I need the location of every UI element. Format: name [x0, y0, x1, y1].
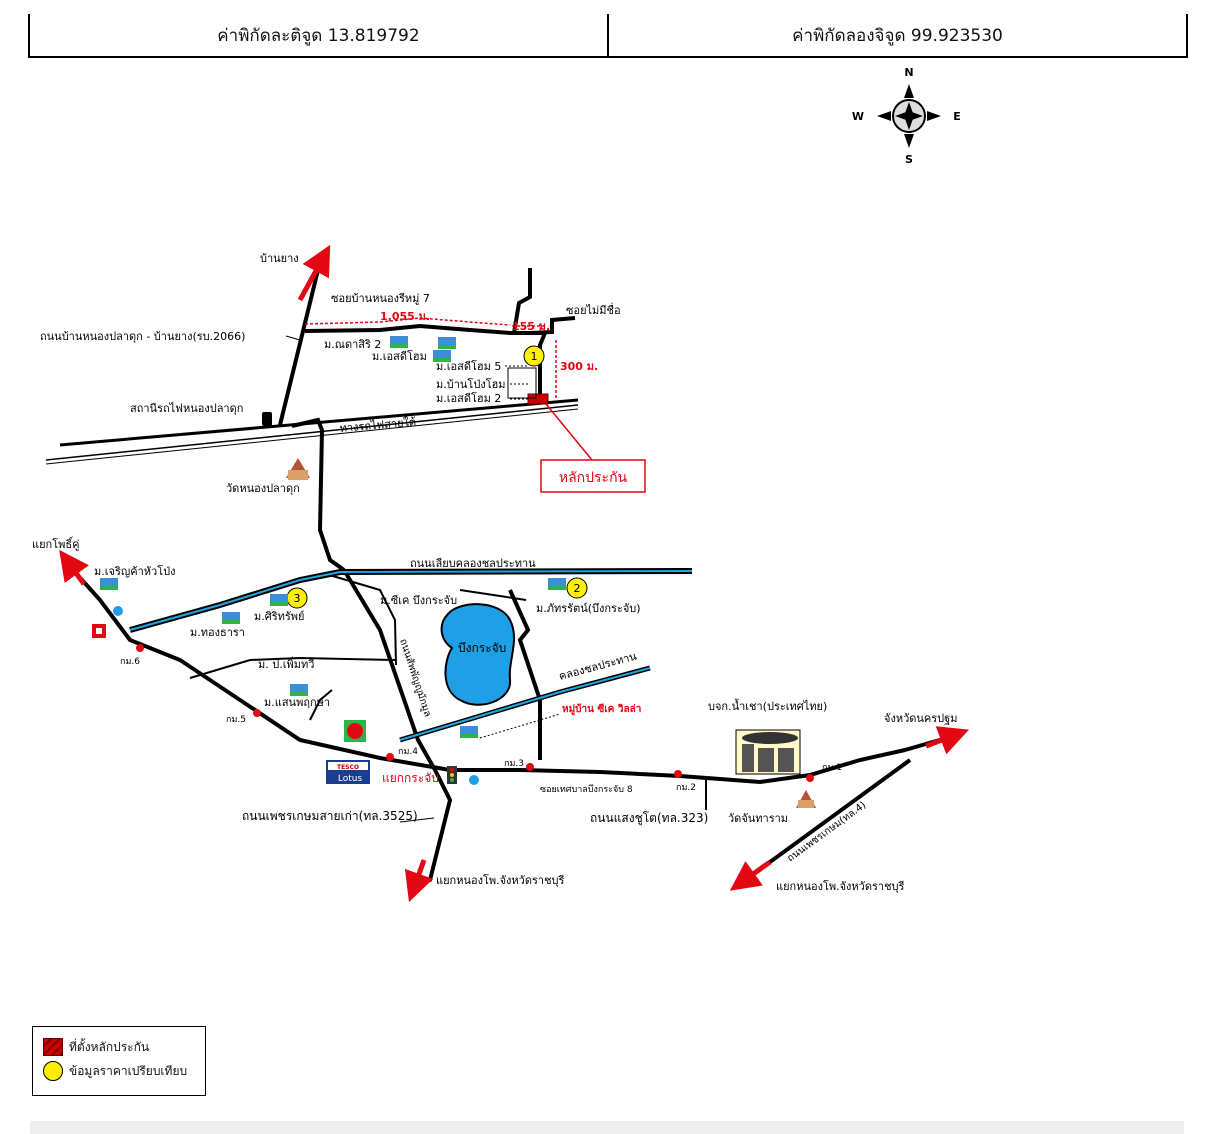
- phattara-label: ม.ภัทรรัตน์(บึงกระจับ): [536, 602, 641, 615]
- lake-label: บึงกระจับ: [458, 641, 506, 655]
- collateral-callout: [540, 459, 646, 493]
- phetkasem-old-label: ถนนเพชรเกษมสายเก่า(ทล.3525): [242, 809, 418, 823]
- km-6: กม.6: [120, 657, 140, 667]
- yaek-pho-khu-label: แยกโพธิ์คู่: [32, 536, 79, 551]
- soi-nong-kee-label: ซอยบ้านหนองรีหมู่ 7: [331, 292, 430, 305]
- direction-arrows: [59, 244, 970, 903]
- km-markers: [136, 644, 814, 782]
- ban-yang-label: บ้านยาง: [260, 252, 299, 265]
- natasiri-label: ม.ณดาสิริ 2: [324, 338, 381, 351]
- collateral-leader: [545, 403, 593, 461]
- house-icons: [100, 336, 566, 738]
- distance-1055: 1,055 ม.: [380, 310, 430, 323]
- sapanyu-road-label: ถนนสัพพัญญูมักมูล: [397, 638, 433, 719]
- ck-label: ม.ซีเค บึงกระจับ: [380, 594, 457, 607]
- nong-pho-label-1: แยกหนองโพ.จังหวัดราชบุรี: [436, 873, 565, 887]
- km-1: กม.1: [822, 763, 842, 773]
- coordinate-header: ค่าพิกัดละติจูด 13.819792 ค่าพิกัดลองจิจ…: [28, 14, 1188, 58]
- svg-text:Lotus: Lotus: [338, 774, 363, 784]
- comparison-swatch: [43, 1061, 63, 1081]
- ban-pong-home-label: ม.บ้านโป่งโฮม: [436, 377, 506, 391]
- canal-road-label: ถนนเลียบคลองชลประทาน: [410, 557, 536, 570]
- compass-s: S: [905, 153, 913, 166]
- factory-icon: [735, 729, 801, 775]
- distance-155: 155 ม.: [512, 320, 550, 333]
- plot-outline: [507, 367, 537, 399]
- soi-no-name-label: ซอยไม่มีชื่อ: [566, 302, 621, 317]
- svg-text:3: 3: [294, 592, 301, 605]
- saeng-chuto-label: ถนนแสงชูโต(ทล.323): [590, 811, 708, 826]
- legend-comparison: ข้อมูลราคาเปรียบเทียบ: [43, 1059, 205, 1083]
- distance-indicators: [304, 317, 557, 398]
- es-home2-label: ม.เอสดีโฮม 2: [436, 391, 501, 405]
- train-icon: [262, 412, 272, 426]
- compass-icon: N S E W: [852, 66, 961, 166]
- latitude-cell: ค่าพิกัดละติจูด 13.819792: [217, 25, 420, 46]
- marker-1: 1: [523, 345, 545, 367]
- collateral-site: [527, 393, 549, 405]
- phetkasem-4-label: ถนนเพชรเกษม(ทล.4): [785, 800, 868, 865]
- yaek-krachap-label: แยกกระจับ: [382, 771, 439, 785]
- gas-station-icon: [92, 624, 106, 638]
- traffic-light-icon: [447, 766, 457, 784]
- marker-2: 2: [566, 577, 588, 599]
- km-3: กม.3: [504, 759, 524, 769]
- soi-8-label: ซอยเทศบาลบึงกระจับ 8: [540, 784, 633, 795]
- nakhon-pathom-label: จังหวัดนครปฐม: [884, 712, 957, 725]
- ck-villa-label: หมู่บ้าน ซีเค วิลล่า: [562, 703, 641, 716]
- thongthara-label: ม.ทองธารา: [190, 626, 245, 639]
- wat-chan-label: วัดจันทาราม: [728, 812, 788, 825]
- svg-text:2: 2: [574, 582, 581, 595]
- compass-n: N: [904, 66, 913, 79]
- longitude-cell: ค่าพิกัดลองจิจูด 99.923530: [607, 14, 1186, 56]
- km-2: กม.2: [676, 783, 696, 793]
- nong-pho-label-2: แยกหนองโพ.จังหวัดราชบุรี: [776, 879, 905, 893]
- ptt-icon: [469, 775, 479, 785]
- sirisub-label: ม.ศิริทรัพย์: [254, 610, 305, 623]
- pherm-label: ม. ป.เพิ่มทวี: [258, 656, 314, 671]
- svg-text:TESCO: TESCO: [337, 764, 359, 771]
- collateral-callout-label: หลักประกัน: [559, 470, 628, 486]
- compass-e: E: [953, 110, 961, 123]
- legend-collateral-label: ที่ตั้งหลักประกัน: [69, 1039, 150, 1054]
- saen-label: ม.แสนพฤกษา: [264, 696, 330, 709]
- tesco-lotus-logo: TESCO Lotus: [326, 760, 370, 784]
- charoen-label: ม.เจริญค้าหัวโป่ง: [94, 564, 175, 578]
- station-label: สถานีรถไฟหนองปลาดุก: [130, 402, 243, 415]
- svg-text:1: 1: [531, 350, 538, 363]
- temple-icon: [286, 458, 310, 480]
- road-2066-label: ถนนบ้านหนองปลาดุก - บ้านยาง(รบ.2066): [40, 330, 245, 343]
- marker-3: 3: [286, 587, 308, 609]
- km-4: กม.4: [398, 747, 418, 757]
- distance-300: 300 ม.: [560, 360, 598, 373]
- label-leaders: [479, 365, 561, 739]
- canal-label: คลองชลประทาน: [557, 650, 638, 683]
- canal: [399, 665, 651, 743]
- legend-collateral: ที่ตั้งหลักประกัน: [43, 1035, 205, 1059]
- wat-nong-pladuk-label: วัดหนองปลาดุก: [226, 482, 300, 495]
- canal-road: [129, 568, 693, 633]
- km-5: กม.5: [226, 715, 246, 725]
- bigc-logo: [344, 720, 366, 742]
- road-network: [64, 268, 951, 887]
- ptt-icon: [113, 606, 123, 616]
- collateral-swatch: [43, 1038, 63, 1056]
- temple-icon: [796, 790, 816, 808]
- footer-bar: [30, 1121, 1184, 1134]
- map-legend: ที่ตั้งหลักประกัน ข้อมูลราคาเปรียบเทียบ: [32, 1026, 206, 1096]
- legend-comparison-label: ข้อมูลราคาเปรียบเทียบ: [69, 1063, 188, 1078]
- es-home-label: ม.เอสดีโฮม: [372, 349, 427, 363]
- lake: [440, 603, 515, 706]
- compass-w: W: [852, 110, 864, 123]
- es-home5-label: ม.เอสดีโฮม 5: [436, 359, 501, 373]
- nam-khao-label: บจก.น้ำเชา(ประเทศไทย): [708, 698, 827, 713]
- secondary-roads: [189, 573, 707, 810]
- railway-line: [45, 398, 579, 465]
